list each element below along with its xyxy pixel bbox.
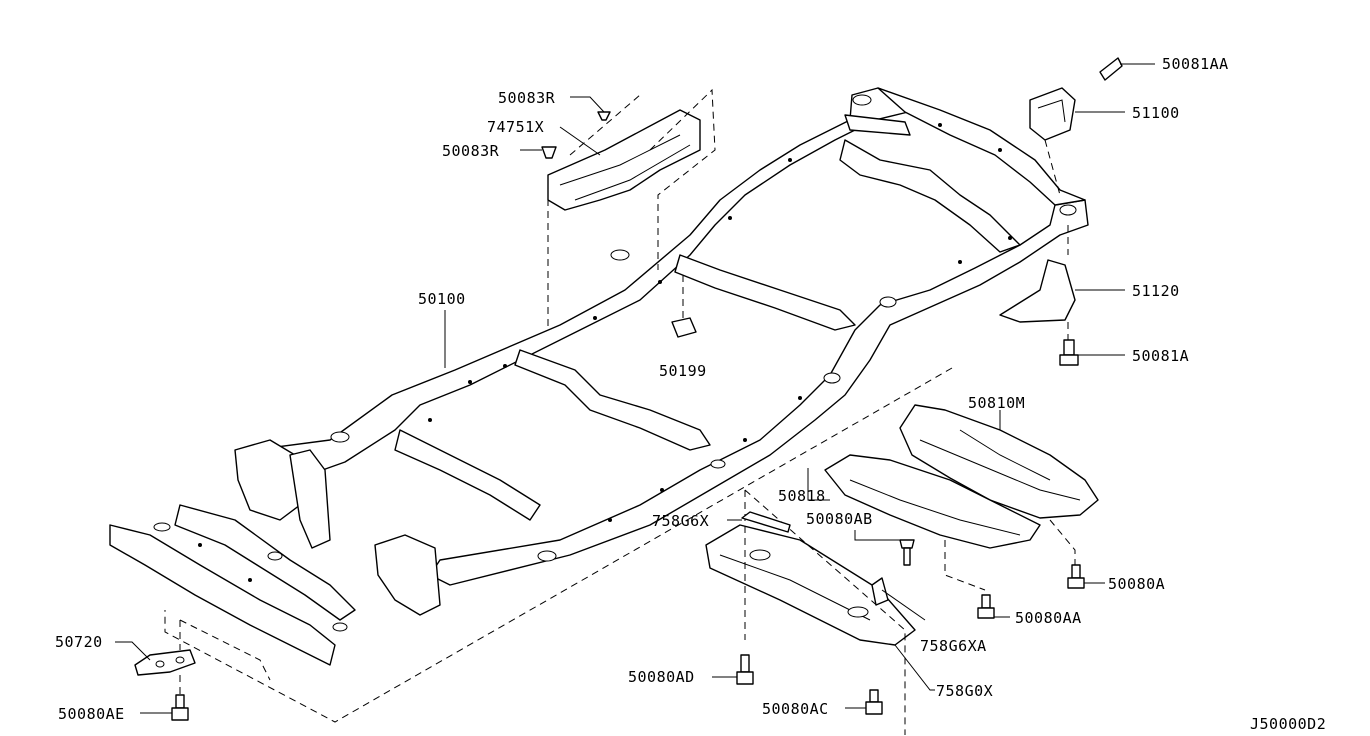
label-74751x: 74751X — [487, 118, 544, 136]
boundary-dash — [164, 367, 953, 723]
label-50081a: 50081A — [1132, 347, 1189, 365]
bracket-50720 — [115, 620, 196, 695]
label-50818: 50818 — [778, 487, 826, 505]
bolt-50080ac — [845, 689, 883, 715]
bracket-51120 — [999, 225, 1125, 345]
label-50083r-mid: 50083R — [442, 142, 500, 160]
label-758g0x: 758G0X — [936, 682, 993, 700]
bolt-50081aa — [1099, 57, 1155, 81]
label-50080ad: 50080AD — [628, 668, 695, 686]
bolt-50080ae — [140, 694, 189, 721]
label-50080a: 50080A — [1108, 575, 1165, 593]
label-758g6xa: 758G6XA — [920, 637, 987, 655]
bolt-50080a — [1067, 564, 1105, 589]
bolt-50081a — [1059, 339, 1125, 366]
skid-plate-50810m — [899, 404, 1099, 519]
bolt-50080ab — [854, 530, 915, 566]
fastener-50083r-top — [570, 96, 611, 121]
bolt-50080aa — [977, 594, 1010, 619]
label-50080ab: 50080AB — [806, 510, 873, 528]
label-50100: 50100 — [418, 290, 466, 308]
bracket-758g6xa — [871, 577, 926, 621]
bolt-50080ad — [712, 654, 754, 685]
cross-bar-758g0x — [705, 489, 935, 735]
label-50080ac: 50080AC — [762, 700, 829, 718]
heat-shield-74751x — [547, 88, 716, 330]
label-51120: 51120 — [1132, 282, 1180, 300]
label-50081aa: 50081AA — [1162, 55, 1229, 73]
label-50083r-top: 50083R — [498, 89, 556, 107]
leader-74751x — [559, 126, 601, 156]
dash-50080a — [1049, 519, 1076, 570]
label-51100: 51100 — [1132, 104, 1180, 122]
fastener-50083r-mid — [520, 146, 557, 159]
bracket-758g6x — [727, 511, 791, 533]
front-dash — [179, 619, 271, 681]
dash-50080aa — [944, 540, 986, 591]
skid-plate-50818 — [824, 454, 1041, 549]
label-758g6x: 758G6X — [652, 512, 709, 530]
label-50080ae: 50080AE — [58, 705, 125, 723]
label-50720: 50720 — [55, 633, 103, 651]
diagram-code: J50000D2 — [1250, 715, 1326, 733]
label-50199: 50199 — [659, 362, 707, 380]
pad-50199 — [671, 275, 697, 338]
label-50810m: 50810M — [968, 394, 1025, 412]
bracket-51100 — [1029, 87, 1125, 196]
leader-50818 — [807, 468, 830, 501]
chassis-frame — [109, 87, 1089, 666]
label-50080aa: 50080AA — [1015, 609, 1082, 627]
